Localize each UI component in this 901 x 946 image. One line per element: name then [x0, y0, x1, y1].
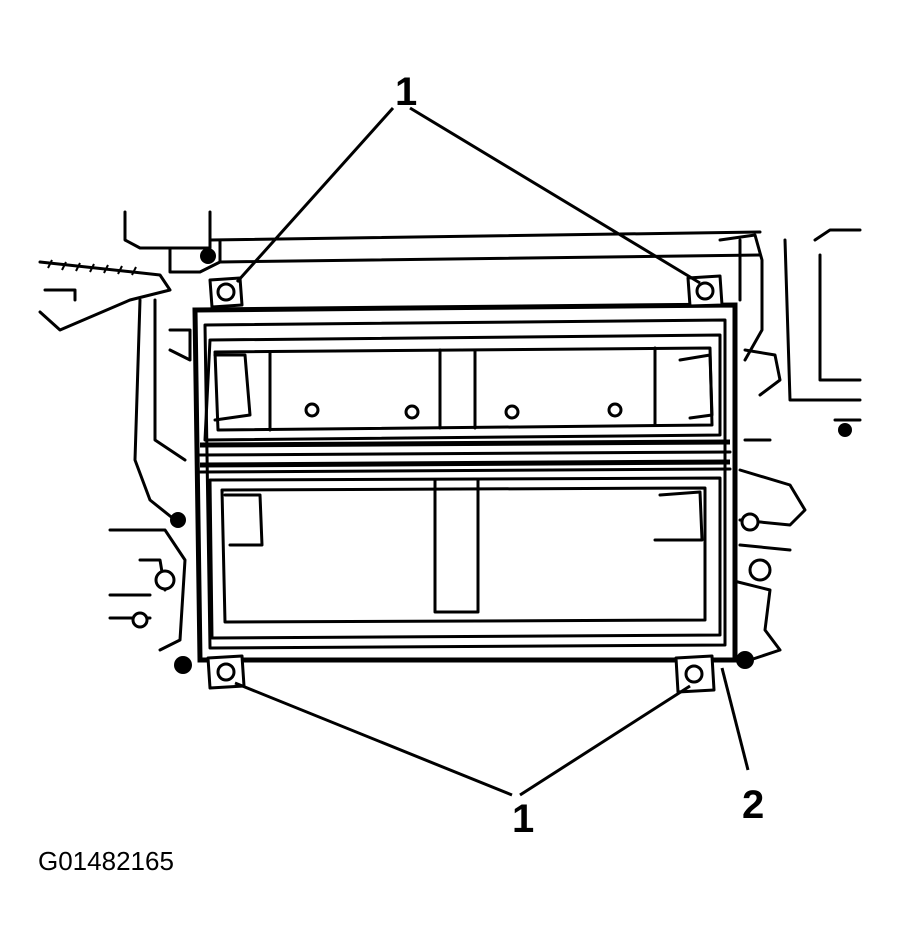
surrounding-structure	[38, 210, 862, 674]
callout-1-top: 1	[395, 70, 417, 114]
callout-2: 2	[742, 783, 764, 827]
leader-lines	[234, 106, 750, 797]
mounting-nut-top-left	[208, 276, 244, 309]
mounting-nut-bottom-right	[674, 654, 716, 694]
callout-1-bottom: 1	[512, 797, 534, 841]
module-housing	[192, 302, 738, 663]
mounting-nut-top-right	[686, 274, 724, 308]
figure-id: G01482165	[38, 846, 174, 876]
